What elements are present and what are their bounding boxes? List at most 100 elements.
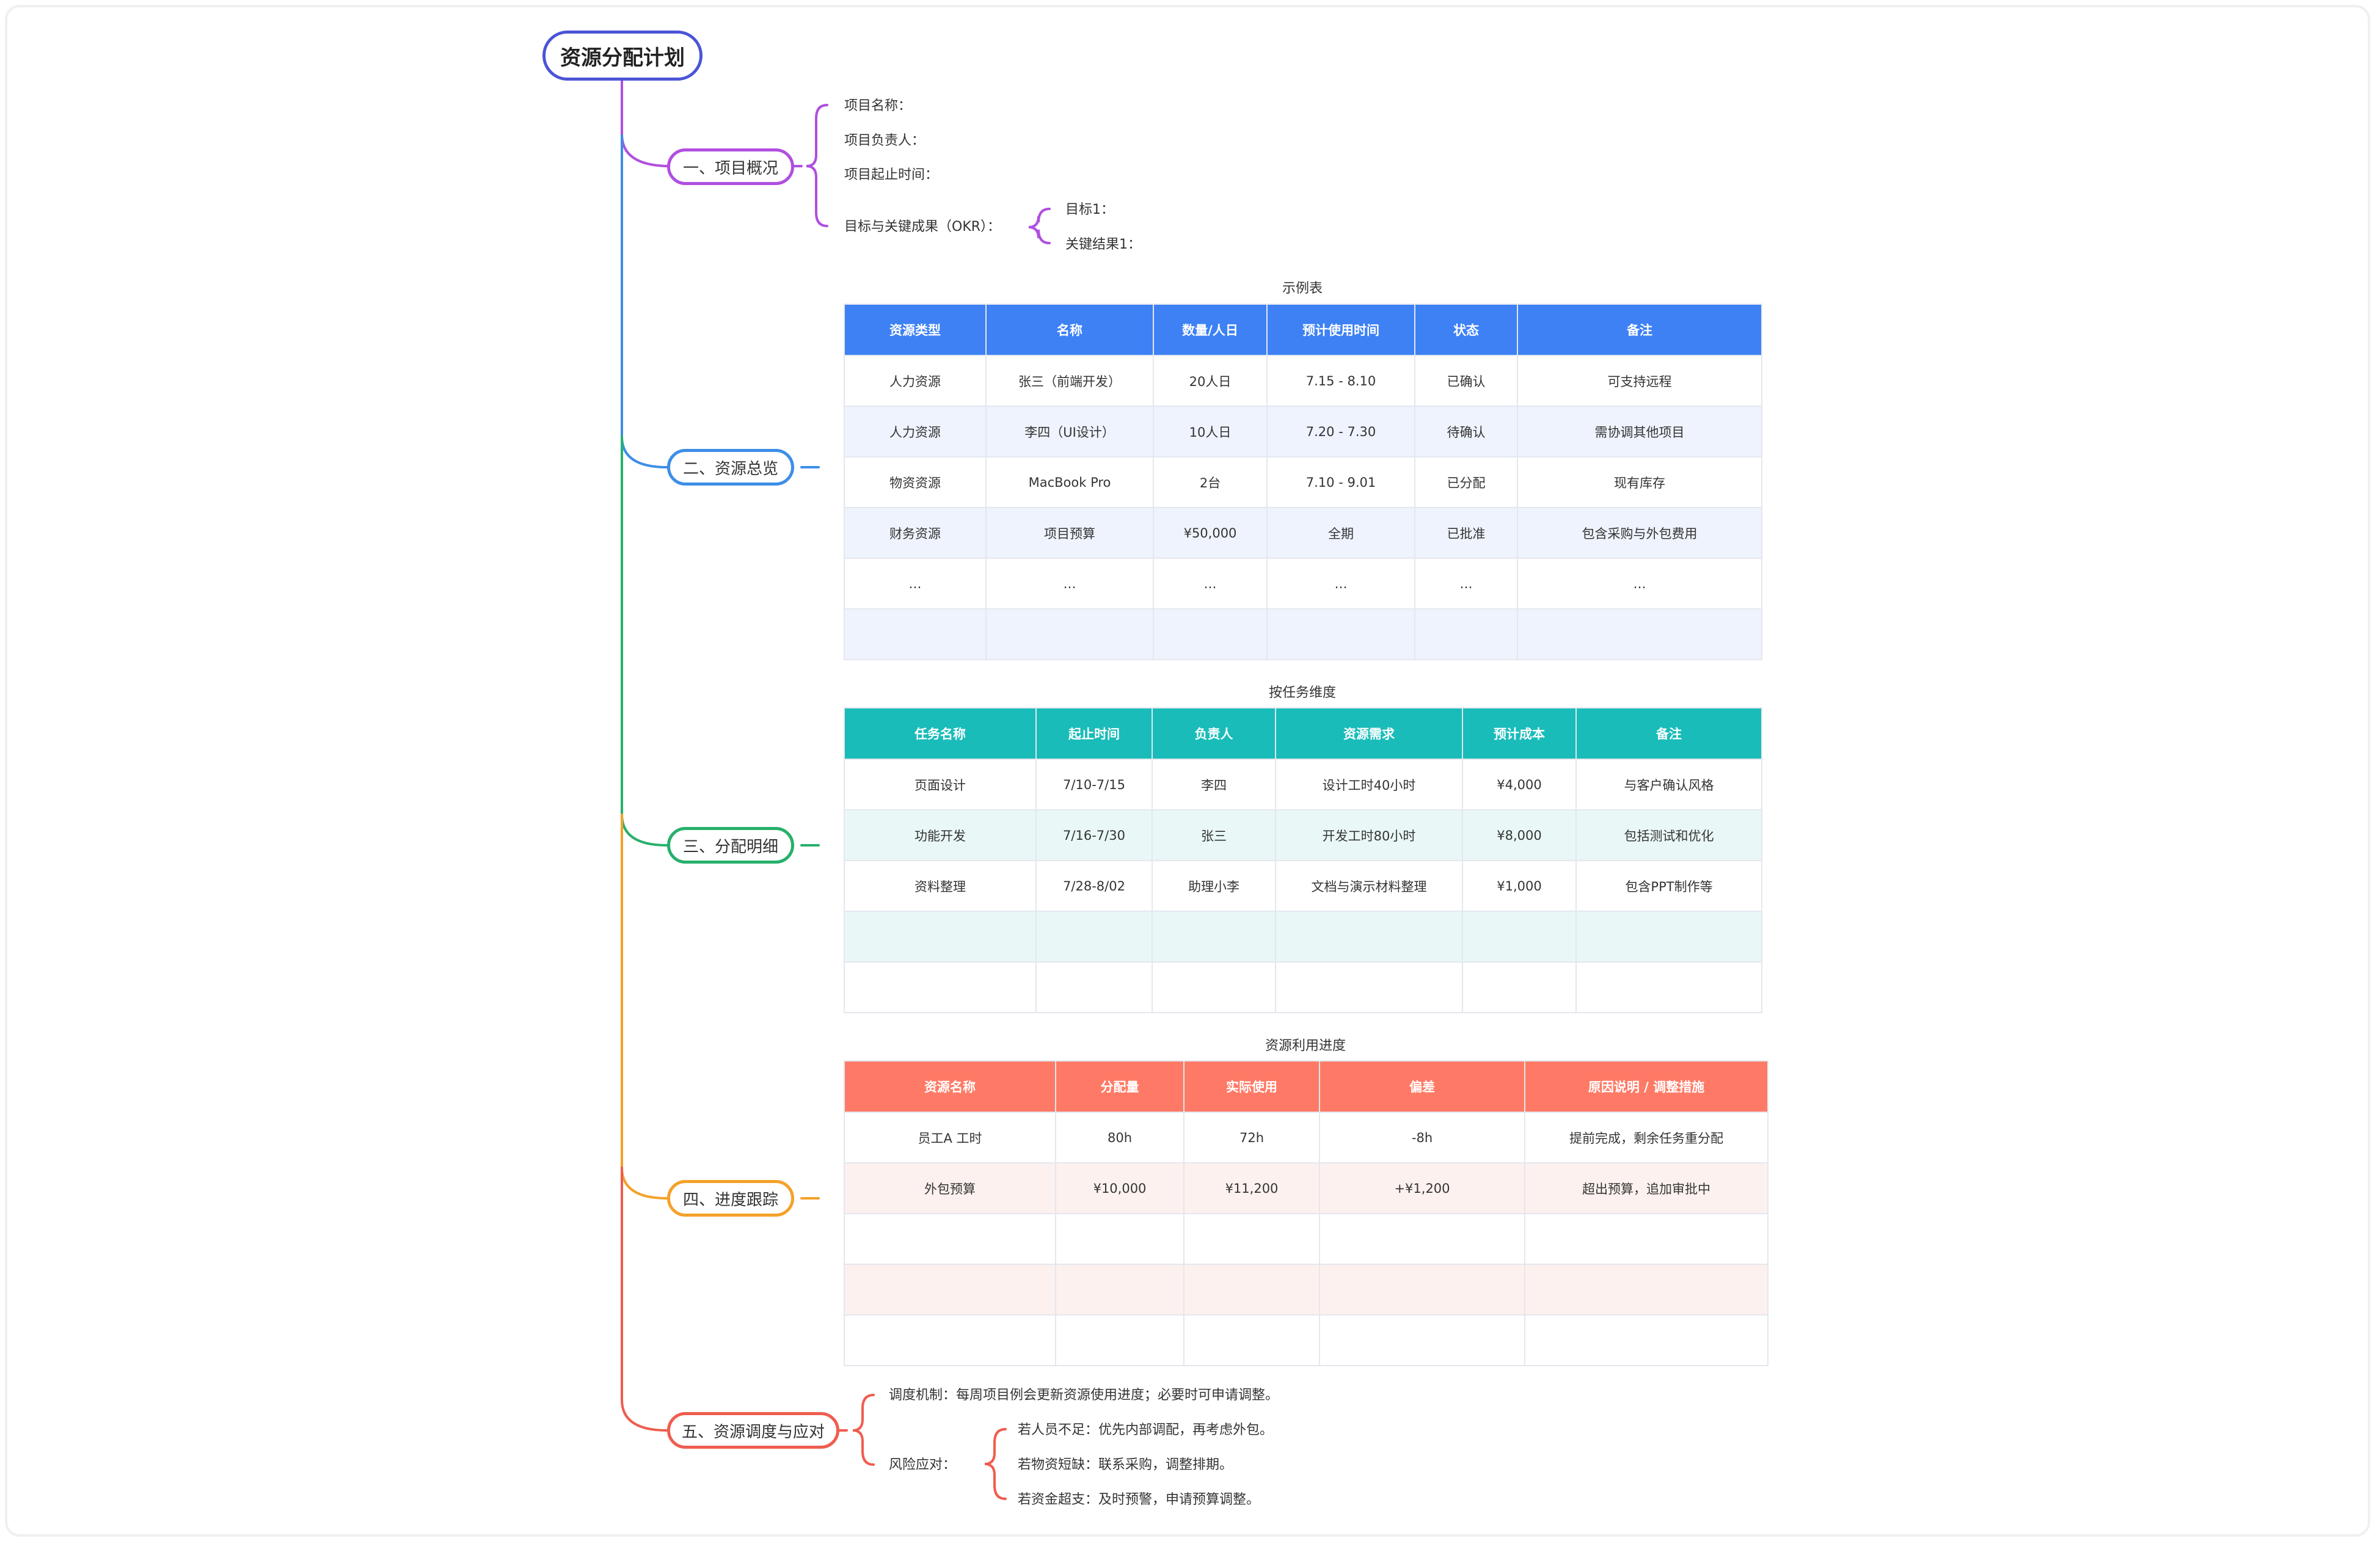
progress-cell[interactable] [1319, 1264, 1525, 1316]
branch-node-progress[interactable]: 四、进度跟踪 [667, 1180, 794, 1217]
progress-cell[interactable] [1183, 1264, 1320, 1316]
allocation-cell[interactable] [1035, 911, 1153, 963]
progress-cell[interactable] [1319, 1213, 1525, 1265]
allocation-cell[interactable]: ¥1,000 [1462, 860, 1577, 912]
progress-cell[interactable] [1524, 1213, 1769, 1265]
allocation-cell[interactable]: 功能开发 [844, 809, 1037, 861]
allocation-cell[interactable]: 设计工时40小时 [1275, 759, 1463, 810]
resources-cell[interactable]: 7.20 - 7.30 [1266, 406, 1415, 457]
progress-cell[interactable] [844, 1213, 1056, 1265]
progress-cell[interactable]: 员工A 工时 [844, 1112, 1056, 1163]
allocation-cell[interactable]: ¥4,000 [1462, 759, 1577, 810]
resources-cell[interactable]: … [1414, 558, 1518, 610]
allocation-cell[interactable]: 7/10-7/15 [1035, 759, 1153, 810]
resources-cell[interactable]: 财务资源 [844, 507, 987, 559]
progress-cell[interactable]: +¥1,200 [1319, 1162, 1525, 1214]
allocation-cell[interactable]: 7/16-7/30 [1035, 809, 1153, 861]
resources-cell[interactable]: 人力资源 [844, 406, 987, 457]
progress-cell[interactable]: 80h [1055, 1112, 1185, 1163]
resources-cell[interactable] [1153, 608, 1268, 660]
resources-cell[interactable]: 物资资源 [844, 456, 987, 508]
progress-cell[interactable] [1055, 1314, 1185, 1366]
resources-cell[interactable]: 已批准 [1414, 507, 1518, 559]
resources-cell[interactable] [1266, 608, 1415, 660]
allocation-cell[interactable] [844, 911, 1037, 963]
resources-cell[interactable]: 项目预算 [985, 507, 1154, 559]
progress-cell[interactable] [1183, 1314, 1320, 1366]
resources-cell[interactable]: 全期 [1266, 507, 1415, 559]
resources-cell[interactable]: 7.15 - 8.10 [1266, 355, 1415, 407]
progress-cell[interactable]: 72h [1183, 1112, 1320, 1163]
root-node[interactable]: 资源分配计划 [542, 31, 703, 81]
resources-cell[interactable]: 7.10 - 9.01 [1266, 456, 1415, 508]
resources-cell[interactable]: 现有库存 [1517, 456, 1762, 508]
allocation-cell[interactable]: 包含PPT制作等 [1575, 860, 1762, 912]
resources-cell[interactable]: 李四（UI设计） [985, 406, 1154, 457]
allocation-cell[interactable] [1035, 961, 1153, 1013]
progress-cell[interactable] [1055, 1213, 1185, 1265]
resources-cell[interactable]: 张三（前端开发） [985, 355, 1154, 407]
progress-cell[interactable]: 超出预算，追加审批中 [1524, 1162, 1769, 1214]
progress-cell[interactable] [844, 1264, 1056, 1316]
progress-cell[interactable] [1183, 1213, 1320, 1265]
resources-cell[interactable]: … [1153, 558, 1268, 610]
progress-cell[interactable] [844, 1314, 1056, 1366]
resources-cell[interactable]: 已分配 [1414, 456, 1518, 508]
branch-node-response[interactable]: 五、资源调度与应对 [667, 1412, 839, 1449]
resources-cell[interactable] [844, 608, 987, 660]
risk-item-staff: 若人员不足：优先内部调配，再考虑外包。 [1018, 1422, 1274, 1438]
allocation-cell[interactable]: 资料整理 [844, 860, 1037, 912]
allocation-cell[interactable]: 李四 [1152, 759, 1276, 810]
allocation-cell[interactable] [1275, 961, 1463, 1013]
allocation-cell[interactable]: ¥8,000 [1462, 809, 1577, 861]
allocation-cell[interactable] [1275, 911, 1463, 963]
progress-cell[interactable] [1055, 1264, 1185, 1316]
resources-cell[interactable]: 人力资源 [844, 355, 987, 407]
allocation-cell[interactable]: 开发工时80小时 [1275, 809, 1463, 861]
resources-cell[interactable]: … [844, 558, 987, 610]
progress-cell[interactable]: 外包预算 [844, 1162, 1056, 1214]
allocation-cell[interactable]: 与客户确认风格 [1575, 759, 1762, 810]
resources-cell[interactable]: 需协调其他项目 [1517, 406, 1762, 457]
resources-cell[interactable]: MacBook Pro [985, 456, 1154, 508]
resources-cell[interactable]: 待确认 [1414, 406, 1518, 457]
progress-cell[interactable]: 提前完成，剩余任务重分配 [1524, 1112, 1769, 1163]
resources-cell[interactable]: 已确认 [1414, 355, 1518, 407]
progress-cell[interactable]: ¥10,000 [1055, 1162, 1185, 1214]
response-risk-label: 风险应对： [889, 1457, 957, 1473]
allocation-cell[interactable] [844, 961, 1037, 1013]
resources-cell[interactable]: 10人日 [1153, 406, 1268, 457]
resources-cell[interactable]: 2台 [1153, 456, 1268, 508]
allocation-cell[interactable] [1462, 961, 1577, 1013]
resources-cell[interactable]: … [1266, 558, 1415, 610]
branch-node-overview[interactable]: 一、项目概况 [667, 148, 794, 185]
allocation-cell[interactable]: 页面设计 [844, 759, 1037, 810]
resources-cell[interactable]: 可支持远程 [1517, 355, 1762, 407]
allocation-cell[interactable] [1462, 911, 1577, 963]
allocation-cell[interactable]: 7/28-8/02 [1035, 860, 1153, 912]
progress-cell[interactable] [1524, 1264, 1769, 1316]
branch-node-resources[interactable]: 二、资源总览 [667, 449, 794, 486]
resources-cell[interactable] [985, 608, 1154, 660]
resources-cell[interactable]: 20人日 [1153, 355, 1268, 407]
allocation-cell[interactable] [1152, 961, 1276, 1013]
resources-cell[interactable]: … [985, 558, 1154, 610]
resources-cell[interactable]: … [1517, 558, 1762, 610]
allocation-cell[interactable]: 文档与演示材料整理 [1275, 860, 1463, 912]
allocation-cell[interactable] [1575, 911, 1762, 963]
progress-cell[interactable] [1319, 1314, 1525, 1366]
progress-cell[interactable]: -8h [1319, 1112, 1525, 1163]
progress-cell[interactable] [1524, 1314, 1769, 1366]
resources-cell[interactable] [1517, 608, 1762, 660]
progress-cell[interactable]: ¥11,200 [1183, 1162, 1320, 1214]
resources-cell[interactable]: 包含采购与外包费用 [1517, 507, 1762, 559]
allocation-cell[interactable] [1152, 911, 1276, 963]
allocation-cell[interactable]: 张三 [1152, 809, 1276, 861]
branch-node-allocation[interactable]: 三、分配明细 [667, 827, 794, 864]
allocation-cell[interactable]: 助理小李 [1152, 860, 1276, 912]
allocation-cell[interactable]: 包括测试和优化 [1575, 809, 1762, 861]
resources-cell[interactable]: ¥50,000 [1153, 507, 1268, 559]
allocation-cell[interactable] [1575, 961, 1762, 1013]
resources-cell[interactable] [1414, 608, 1518, 660]
